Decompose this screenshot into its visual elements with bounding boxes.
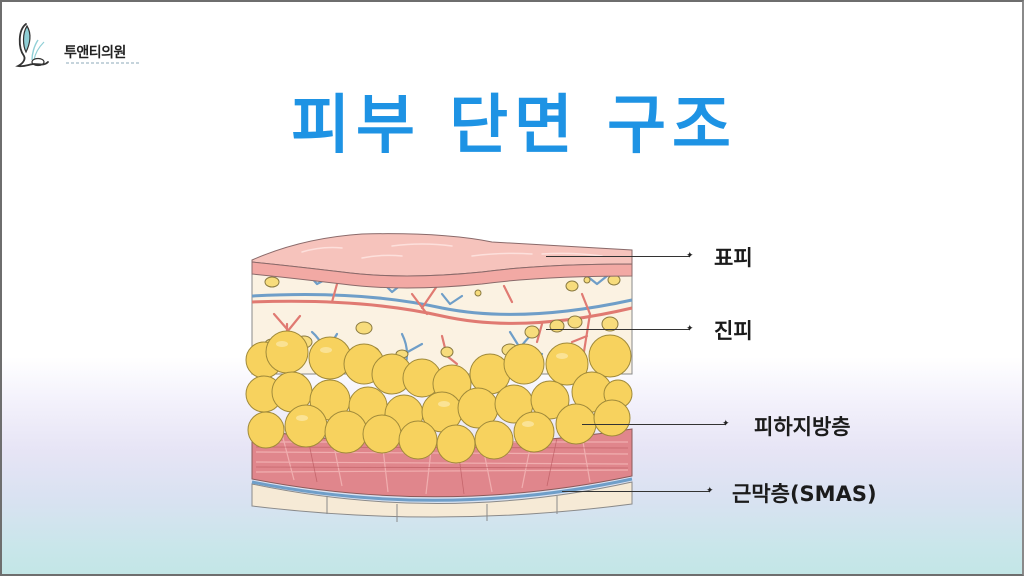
leader-marker-icon: ✦ (686, 251, 694, 261)
leader-line-subcutaneous-fat (582, 424, 726, 425)
page-title: 피부 단면 구조 (291, 89, 737, 163)
label-epidermis: 표피 (714, 246, 753, 270)
label-subcutaneous-fat: 피하지방층 (754, 415, 851, 439)
epidermis-layer (251, 233, 633, 289)
leaf-letter-l-logo-icon (15, 23, 49, 68)
leader-marker-icon: ✦ (686, 324, 694, 334)
subcutaneous-fat-layer (245, 330, 633, 464)
brand-tagline (66, 62, 140, 64)
leader-marker-icon: ✦ (722, 419, 730, 429)
leader-line-dermis (546, 329, 690, 330)
brand-logo: 투앤티의원 (12, 20, 142, 70)
label-dermis: 진피 (714, 319, 753, 343)
brand-name: 투앤티의원 (64, 45, 126, 61)
label-smas: 근막층(SMAS) (732, 482, 877, 506)
fascia-base (251, 477, 633, 522)
leader-marker-icon: ✦ (706, 486, 714, 496)
leader-line-smas (562, 491, 710, 492)
leader-line-epidermis (546, 256, 690, 257)
skin-cross-section-illustration (242, 224, 642, 528)
